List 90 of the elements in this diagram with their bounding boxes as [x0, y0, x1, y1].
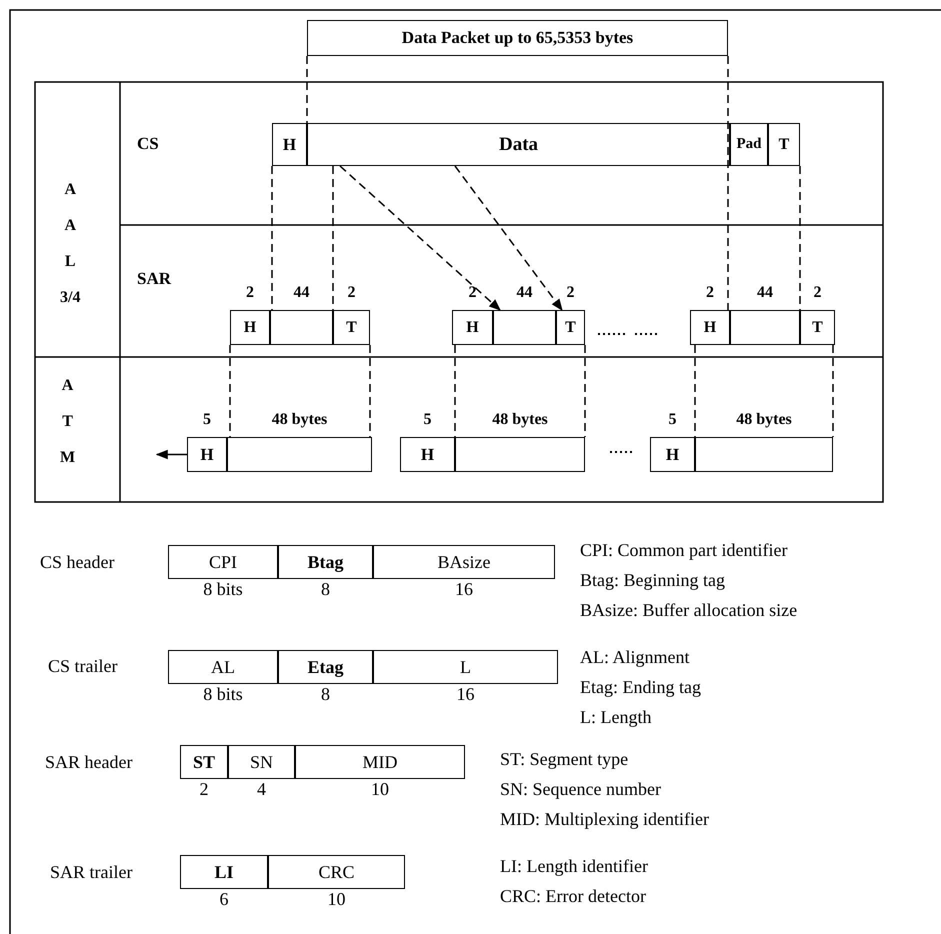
- field-size-label: 44: [757, 284, 773, 302]
- field-size-label: 2: [200, 780, 208, 800]
- projection-line: [229, 345, 231, 437]
- definition-text: MID: Multiplexing identifier: [500, 810, 709, 830]
- field-box: ST: [180, 745, 228, 779]
- field-size-label: 5: [203, 411, 211, 429]
- field-box: MID: [295, 745, 465, 779]
- definition-text: CPI: Common part identifier: [580, 541, 788, 561]
- projection-line: [306, 56, 308, 123]
- field-size-label: 44: [516, 284, 532, 302]
- definition-text: L: Length: [580, 708, 652, 728]
- payload-box: [730, 310, 800, 345]
- payload-box: [227, 437, 372, 472]
- field-size-label: 44: [294, 284, 310, 302]
- field-box: H: [650, 437, 695, 472]
- projection-line: [799, 166, 801, 310]
- field-box: T: [556, 310, 585, 345]
- row-label: CS header: [40, 553, 114, 573]
- field-size-label: 10: [328, 890, 346, 910]
- projection-line: [271, 166, 273, 310]
- field-size-label: 2: [468, 284, 476, 302]
- field-size-label: 5: [424, 411, 432, 429]
- projection-line: [694, 345, 696, 437]
- field-size-label: 48 bytes: [736, 411, 792, 429]
- field-size-label: 6: [220, 890, 228, 910]
- field-box: H: [452, 310, 493, 345]
- field-size-label: 8 bits: [203, 685, 243, 705]
- projection-line: [584, 345, 586, 437]
- field-size-label: 2: [246, 284, 254, 302]
- field-box: Etag: [278, 650, 373, 684]
- field-size-label: 2: [814, 284, 822, 302]
- definition-text: ST: Segment type: [500, 750, 628, 770]
- data-field: Data: [307, 123, 730, 166]
- mapping-arrow: [340, 165, 501, 311]
- payload-box: [455, 437, 585, 472]
- layer-label: A A L 3/4: [60, 180, 80, 308]
- definition-text: CRC: Error detector: [500, 887, 646, 907]
- field-box: LI: [180, 855, 268, 889]
- projection-line: [727, 56, 729, 310]
- projection-line: [454, 345, 456, 437]
- field-size-label: 8 bits: [203, 580, 243, 600]
- field-box: T: [800, 310, 835, 345]
- field-box: T: [333, 310, 370, 345]
- field-size-label: 2: [566, 284, 574, 302]
- field-box: CPI: [168, 545, 278, 579]
- definition-text: BAsize: Buffer allocation size: [580, 601, 798, 621]
- definition-text: Btag: Beginning tag: [580, 571, 725, 591]
- direction-arrow: [156, 450, 187, 460]
- field-box: SN: [228, 745, 295, 779]
- payload-box: [493, 310, 556, 345]
- definition-text: LI: Length identifier: [500, 857, 648, 877]
- field-box: T: [768, 123, 800, 166]
- field-size-label: 48 bytes: [492, 411, 548, 429]
- field-box: H: [187, 437, 227, 472]
- field-box: AL: [168, 650, 278, 684]
- field-size-label: 8: [321, 580, 330, 600]
- field-size-label: 2: [348, 284, 356, 302]
- definition-text: Etag: Ending tag: [580, 678, 701, 698]
- mapping-arrow: [454, 166, 563, 311]
- row-label: SAR trailer: [50, 863, 132, 883]
- layer-label: A T M: [60, 376, 76, 468]
- field-size-label: 8: [321, 685, 330, 705]
- padding-field: Pad: [730, 123, 768, 166]
- projection-line: [369, 345, 371, 437]
- field-box: H: [272, 123, 307, 166]
- row-label: SAR header: [45, 753, 132, 773]
- payload-box: [270, 310, 333, 345]
- field-box: CRC: [268, 855, 405, 889]
- field-size-label: 5: [668, 411, 676, 429]
- field-box: H: [230, 310, 270, 345]
- layer-label: CS: [137, 135, 159, 154]
- field-size-label: 48 bytes: [272, 411, 328, 429]
- field-size-label: 16: [456, 685, 474, 705]
- layer-label: SAR: [137, 270, 172, 289]
- field-size-label: 10: [371, 780, 389, 800]
- field-box: H: [400, 437, 455, 472]
- payload-box: [695, 437, 833, 472]
- field-box: L: [373, 650, 558, 684]
- field-box: BAsize: [373, 545, 555, 579]
- row-label: CS trailer: [48, 657, 118, 677]
- definition-text: SN: Sequence number: [500, 780, 661, 800]
- field-box: Btag: [278, 545, 373, 579]
- projection-line: [332, 166, 334, 310]
- field-box: H: [690, 310, 730, 345]
- packet-length-bar: Data Packet up to 65,5353 bytes: [307, 20, 728, 56]
- projection-line: [832, 345, 834, 437]
- definition-text: AL: Alignment: [580, 648, 690, 668]
- field-size-label: 2: [706, 284, 714, 302]
- field-size-label: 4: [257, 780, 266, 800]
- field-size-label: 16: [455, 580, 473, 600]
